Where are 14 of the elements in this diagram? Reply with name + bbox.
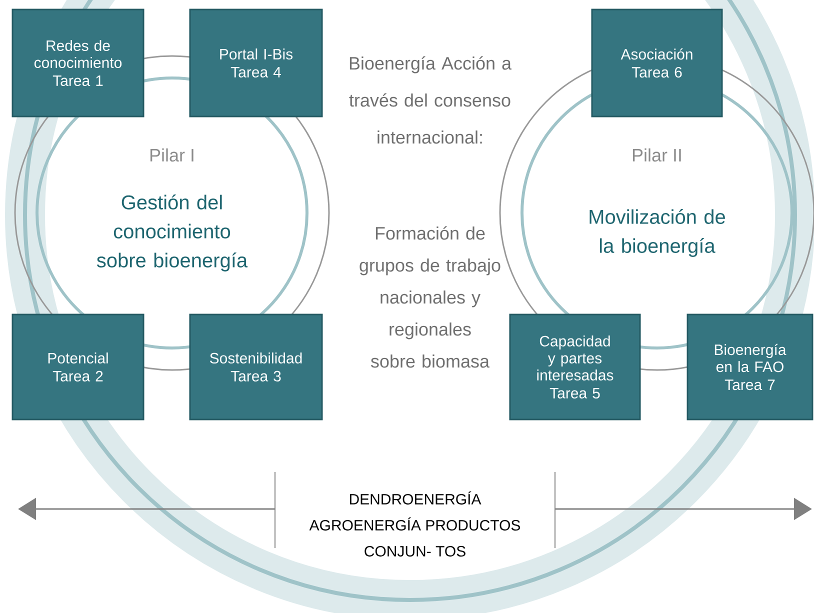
- task-box: Bioenergía en la FAO Tarea 7: [686, 314, 814, 420]
- pillar-label: Pilar I: [150, 148, 194, 162]
- pillar-title: Movilización de la bioenergía: [590, 209, 725, 257]
- pillar-label: Pilar II: [632, 148, 681, 162]
- task-box: Capacidad y partes interesadas Tarea 5: [509, 314, 641, 420]
- center-text: Bioenergía Acción a través del consenso internacional:: [349, 56, 512, 144]
- task-box: Redes de conocimiento Tarea 1: [12, 8, 144, 118]
- task-box: Portal I-Bis Tarea 4: [189, 8, 323, 118]
- task-box: Asociación Tarea 6: [591, 8, 723, 118]
- task-box: Sostenibilidad Tarea 3: [189, 314, 323, 420]
- category-text: DENDROENERGÍA AGROENERGÍA PRODUCTOS CONJUN- TOS: [309, 491, 520, 557]
- pillar-title: Gestión del conocimiento sobre bioenergía: [96, 194, 248, 272]
- task-box: Potencial Tarea 2: [12, 314, 144, 420]
- center-text: Formación de grupos de trabajo nacionales y regionales sobre biomasa: [360, 226, 500, 368]
